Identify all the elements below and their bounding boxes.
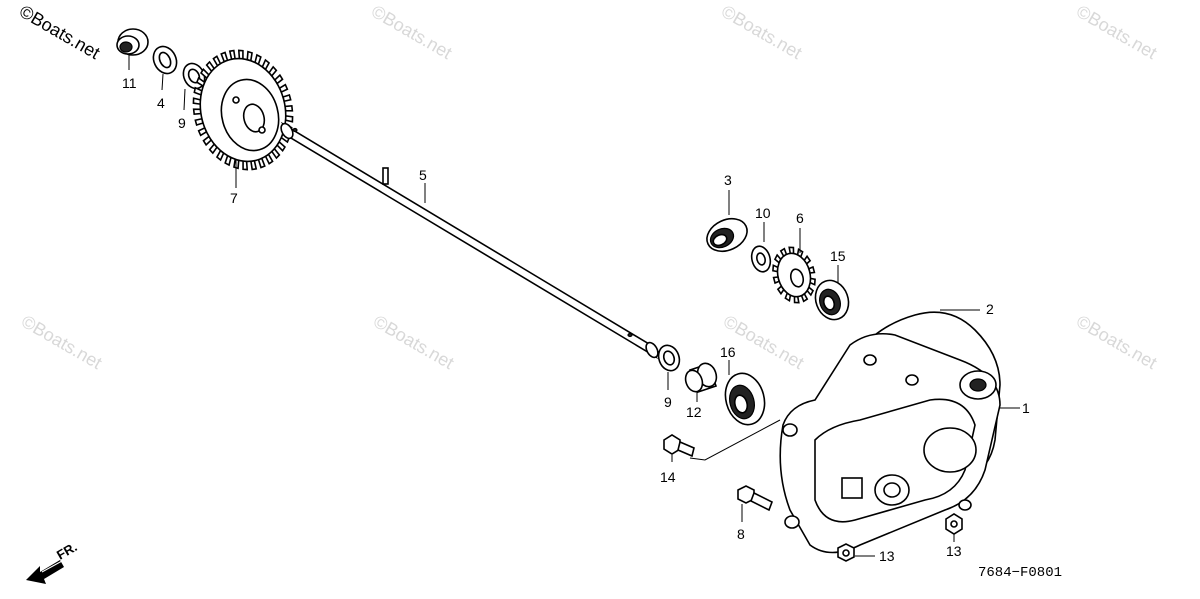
watermark: ©Boats.net xyxy=(720,311,807,373)
part-11-bearing xyxy=(116,28,149,56)
callout-15: 15 xyxy=(830,248,846,264)
watermark: ©Boats.net xyxy=(18,311,105,373)
part-3-bearing xyxy=(706,217,748,253)
callout-12: 12 xyxy=(686,404,702,420)
part-7-large-gear xyxy=(192,49,294,171)
callout-16: 16 xyxy=(720,344,736,360)
part-12-collar xyxy=(684,362,718,394)
part-9-washer-lower xyxy=(657,344,681,372)
part-5-shaft xyxy=(280,121,659,360)
callout-7: 7 xyxy=(230,190,238,206)
callout-13-left: 13 xyxy=(879,548,895,564)
front-direction-indicator: FR. xyxy=(26,539,80,584)
part-14-bolt xyxy=(663,434,695,458)
callout-9-upper: 9 xyxy=(178,115,186,131)
part-15-bearing xyxy=(814,279,850,321)
callout-6: 6 xyxy=(796,210,804,226)
part-6-small-gear xyxy=(772,246,816,304)
callout-4: 4 xyxy=(157,95,165,111)
callout-11: 11 xyxy=(122,75,137,91)
gear-tooth xyxy=(237,49,244,60)
diagram-code: 7684−F0801 xyxy=(978,565,1062,581)
part-4-washer xyxy=(152,45,178,75)
watermark: ©Boats.net xyxy=(1073,311,1160,373)
callout-8: 8 xyxy=(737,526,745,542)
watermark: ©Boats.net xyxy=(1073,1,1160,63)
callout-5: 5 xyxy=(419,167,427,183)
watermark: ©Boats.net xyxy=(718,1,805,63)
corner-watermark: ©Boats.net xyxy=(16,1,103,63)
leader-lines xyxy=(128,55,1020,557)
callout-14: 14 xyxy=(660,469,676,485)
gear-tooth xyxy=(242,160,249,171)
watermark: ©Boats.net xyxy=(368,1,455,63)
callout-3: 3 xyxy=(724,172,732,188)
part-10-washer xyxy=(750,245,772,273)
callout-13-right: 13 xyxy=(946,543,962,559)
gear-tooth xyxy=(228,49,236,61)
part-16-bearing xyxy=(724,372,766,426)
watermark: ©Boats.net xyxy=(370,311,457,373)
callout-labels: 11 4 9 7 5 3 10 6 15 2 1 9 12 16 14 8 13… xyxy=(122,75,1030,564)
front-arrow-icon xyxy=(26,560,64,584)
callout-2: 2 xyxy=(986,301,994,317)
part-8-bolt xyxy=(737,485,774,512)
callout-9-lower: 9 xyxy=(664,394,672,410)
part-1-gear-case xyxy=(779,332,1001,554)
front-label: FR. xyxy=(54,539,80,562)
part-13-nut-right xyxy=(945,513,963,535)
callout-1: 1 xyxy=(1022,400,1030,416)
callout-10: 10 xyxy=(755,205,771,221)
part-13-nut-left xyxy=(837,543,855,562)
gear-tooth xyxy=(250,159,258,171)
